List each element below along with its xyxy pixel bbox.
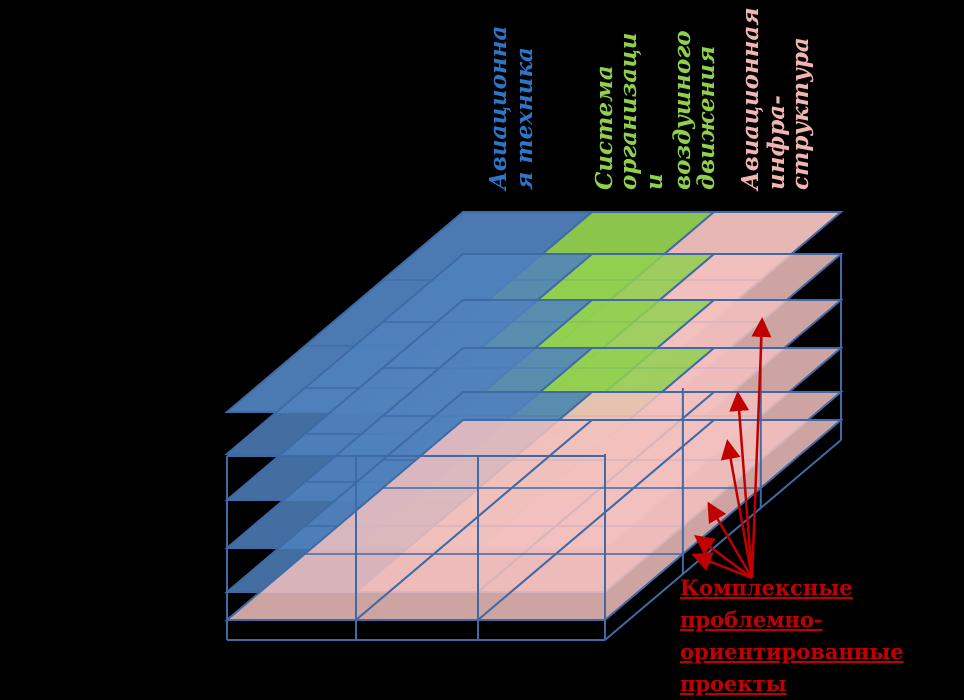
column-2-label-line-4: воздушного bbox=[669, 30, 696, 190]
column-1-label-line-2: я техника bbox=[511, 47, 538, 190]
arrow-2 bbox=[729, 391, 754, 579]
arrow-5 bbox=[693, 535, 753, 580]
column-1-label-line-1: Авиационна bbox=[485, 26, 512, 192]
arrow-6 bbox=[691, 552, 753, 580]
column-3-label-line-3: структура bbox=[787, 37, 814, 190]
arrow-4 bbox=[707, 501, 754, 579]
arrow-3 bbox=[720, 439, 754, 579]
side-bottom-edge bbox=[604, 439, 842, 641]
complex-projects-caption: Комплексные проблемно- ориентированные п… bbox=[680, 572, 962, 700]
caption-line-1: Комплексные bbox=[680, 575, 853, 600]
column-2-label-line-2: организаци bbox=[615, 32, 642, 190]
arrow-1 bbox=[750, 317, 772, 579]
caption-line-2: проблемно- bbox=[680, 607, 823, 632]
caption-line-4: проекты bbox=[680, 671, 787, 696]
column-3-label-line-2: инфра- bbox=[763, 95, 790, 190]
column-2-label-line-3: и bbox=[641, 173, 668, 190]
caption-line-3: ориентированные bbox=[680, 639, 904, 664]
column-3-label-line-1: Авиационная bbox=[737, 7, 764, 192]
column-2-label-line-5: движения bbox=[693, 46, 720, 190]
column-2-label-line-1: Система bbox=[591, 65, 618, 190]
